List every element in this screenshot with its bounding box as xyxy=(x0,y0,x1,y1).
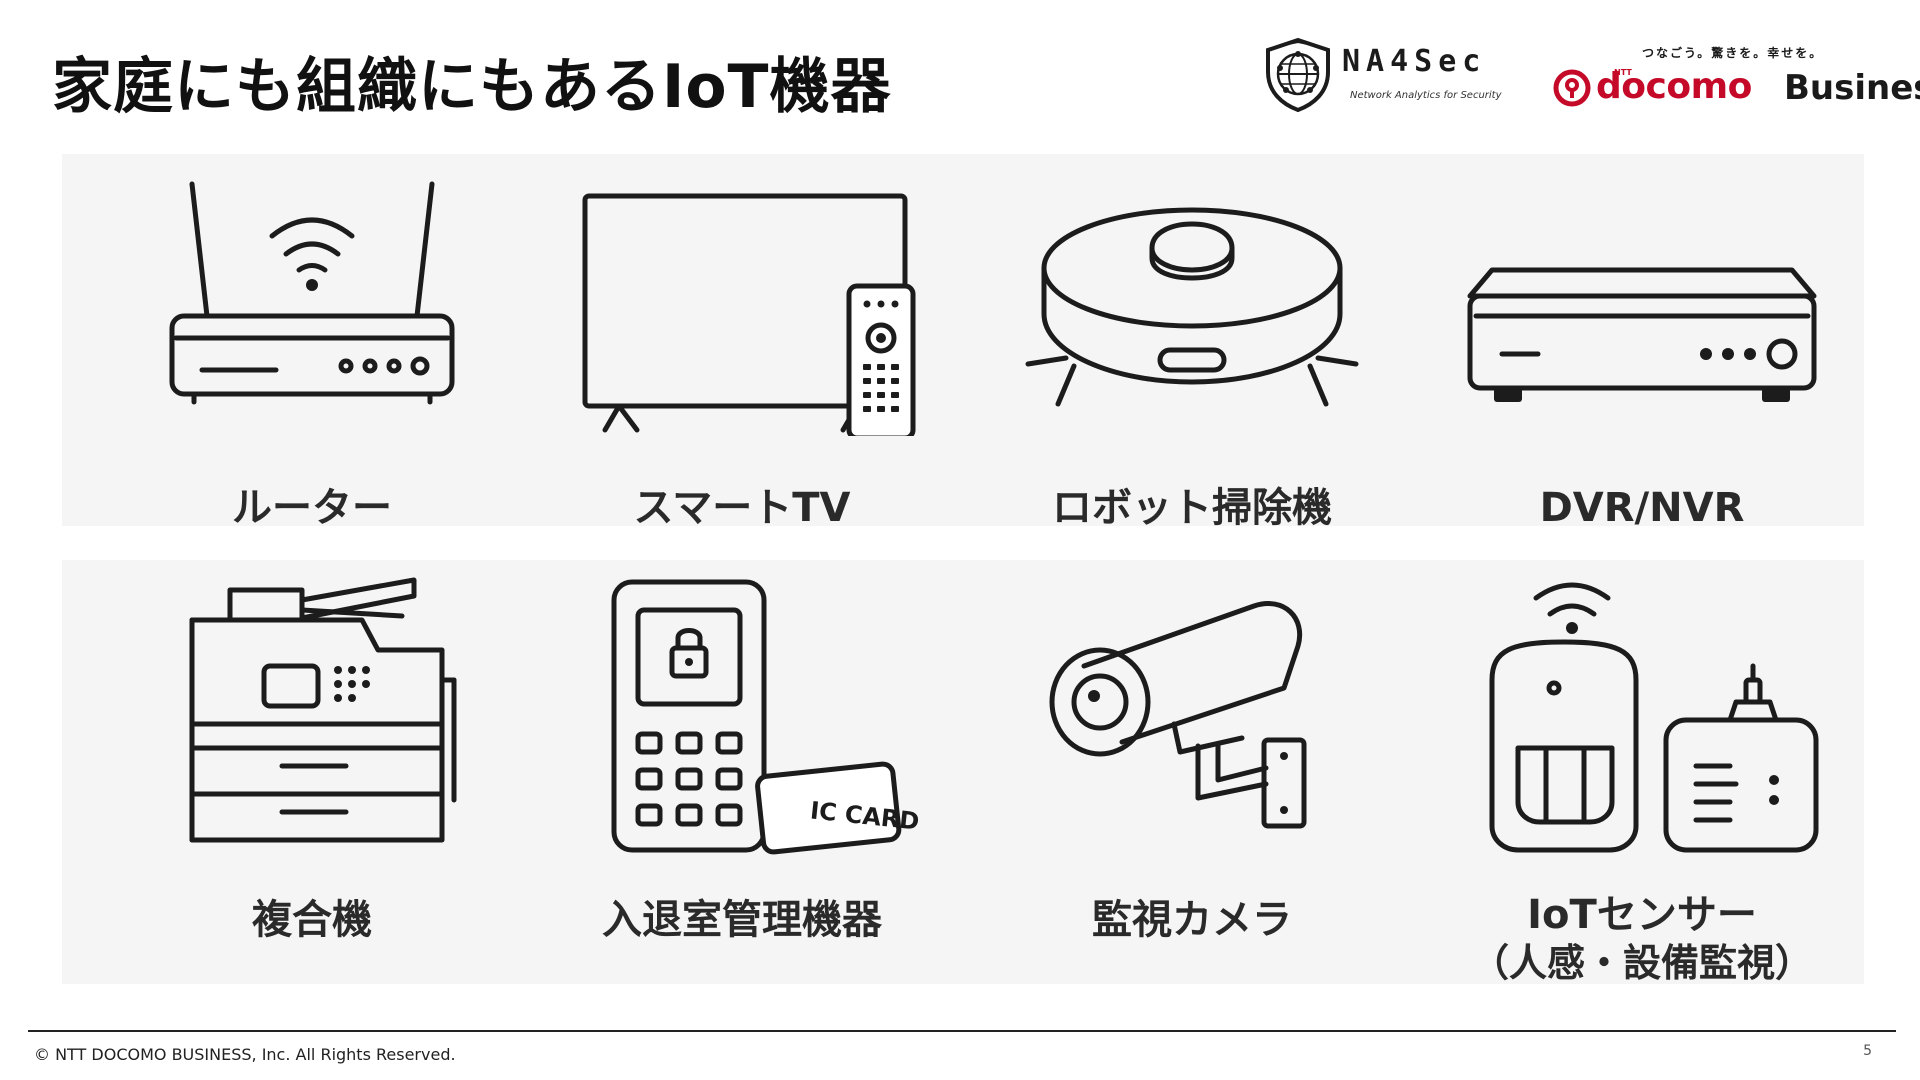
access-control-icon xyxy=(611,579,902,855)
globe-shield-icon xyxy=(1266,37,1330,113)
docomo-tagline: つなごう。驚きを。幸せを。 xyxy=(1642,46,1824,60)
copyright: © NTT DOCOMO BUSINESS, Inc. All Rights R… xyxy=(34,1045,456,1064)
device-smart-tv: スマートTV xyxy=(532,166,952,531)
device-label: IoTセンサー （人感・設備監視） xyxy=(1432,894,1852,984)
device-label: ロボット掃除機 xyxy=(1052,485,1332,531)
device-label: DVR/NVR xyxy=(1539,485,1745,531)
robot-vacuum-icon xyxy=(1025,207,1359,407)
iot-sensor-icon xyxy=(1489,582,1819,853)
docomo-brand: docomo xyxy=(1596,66,1752,107)
dvr-icon xyxy=(1467,267,1817,402)
multifunction-printer-icon xyxy=(189,577,457,843)
smart-tv-icon xyxy=(582,193,916,436)
device-label: 監視カメラ xyxy=(1092,897,1292,943)
na4sec-logo: NA4Sec Network Analytics for Security xyxy=(1258,34,1502,114)
device-label: ルーター xyxy=(232,485,392,531)
na4sec-name: NA4Sec xyxy=(1342,44,1487,79)
device-label-sub: （人感・設備監視） xyxy=(1470,941,1813,985)
device-label-main: IoTセンサー xyxy=(1527,892,1757,938)
page-number: 5 xyxy=(1863,1043,1872,1059)
device-iot-sensor: IoTセンサー （人感・設備監視） xyxy=(1432,570,1852,983)
device-panel-top: ルーター スマートTV xyxy=(62,154,1864,531)
device-security-camera: 監視カメラ xyxy=(982,570,1402,943)
na4sec-tagline: Network Analytics for Security xyxy=(1350,90,1502,101)
device-router: ルーター xyxy=(102,166,522,531)
device-panel-bottom: 複合機 IC CARD 入退室管理機器 xyxy=(62,560,1864,984)
device-dvr: DVR/NVR xyxy=(1432,166,1852,531)
page-title: 家庭にも組織にもあるIoT機器 xyxy=(52,52,892,122)
docomo-circle-icon xyxy=(1553,69,1591,107)
footer-divider xyxy=(28,1030,1896,1032)
device-label: スマートTV xyxy=(633,485,851,531)
device-label: 入退室管理機器 xyxy=(602,897,882,943)
docomo-business-logo: つなごう。驚きを。幸せを。 NTT docomo Business xyxy=(1552,40,1920,110)
security-camera-icon xyxy=(1049,601,1307,829)
docomo-business-text: Business xyxy=(1784,68,1920,108)
device-robot-vacuum: ロボット掃除機 xyxy=(982,166,1402,531)
device-access-control: IC CARD 入退室管理機器 xyxy=(532,570,952,943)
device-multifunction-printer: 複合機 xyxy=(102,570,522,943)
docomo-ntt: NTT xyxy=(1614,68,1632,77)
router-icon xyxy=(169,181,455,405)
device-label: 複合機 xyxy=(252,897,372,943)
